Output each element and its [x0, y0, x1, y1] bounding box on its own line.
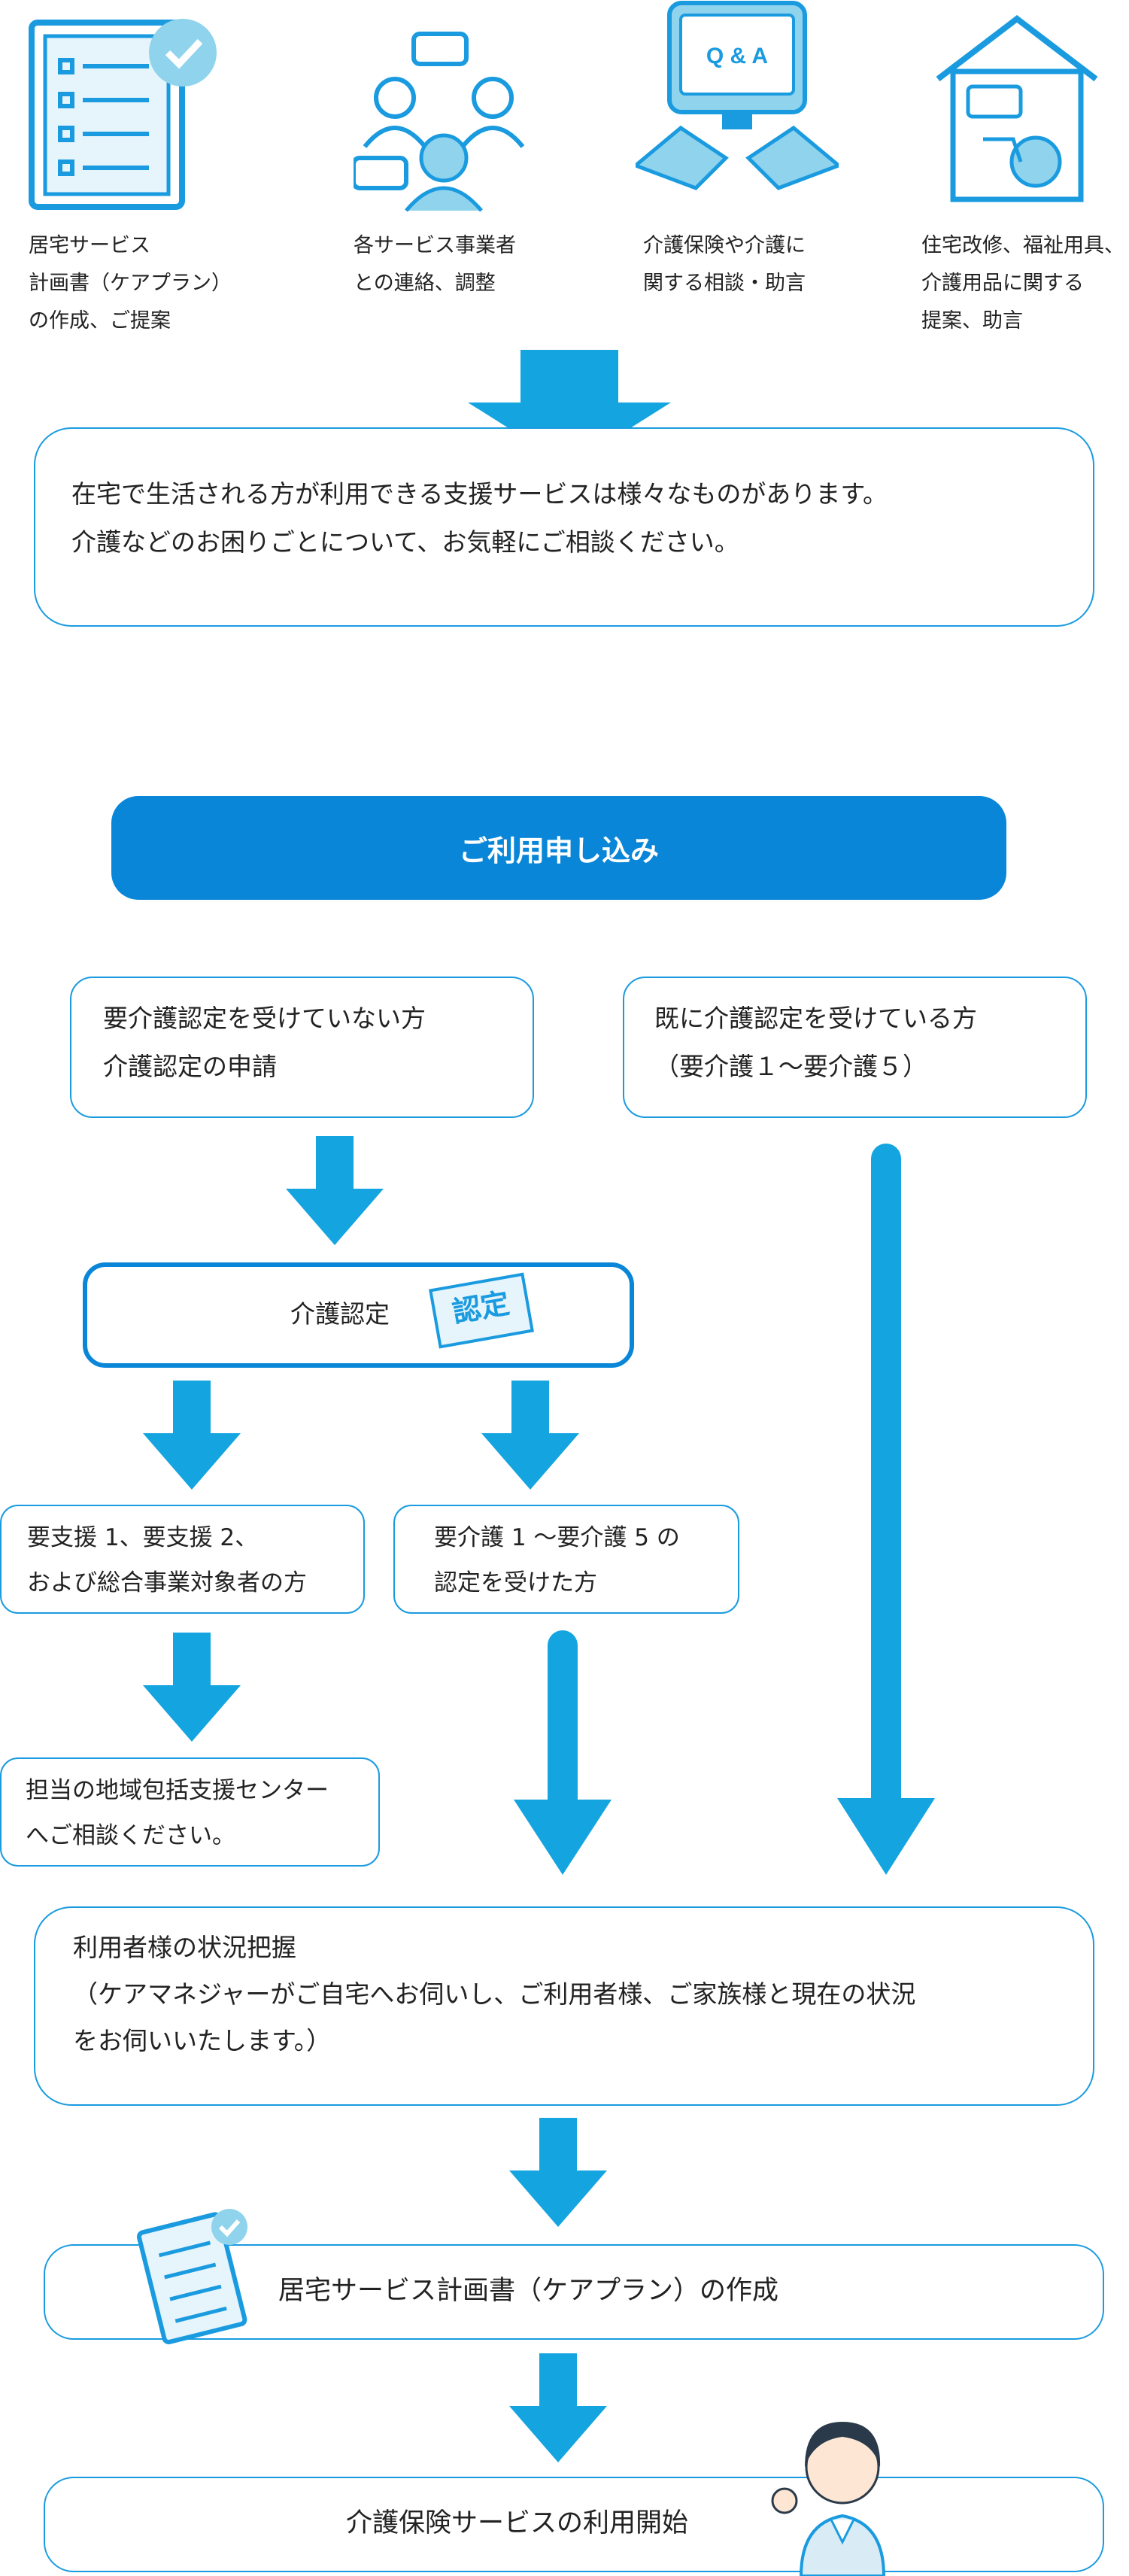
assessment-line-2: （ケアマネジャーがご自宅へお伺いし、ご利用者様、ご家族様と現在の状況 [73, 1979, 916, 2009]
intro-box: 在宅で生活される方が利用できる支援サービスは様々なものがあります。 介護などのお… [34, 427, 1094, 627]
certification-label: 介護認定 [290, 1299, 390, 1329]
right-start-line-1: 既に介護認定を受けている方 [654, 1004, 977, 1033]
right-start-line-2: （要介護１～要介護５） [654, 1052, 927, 1081]
support-level-line-1: 要支援 1、要支援 2、 [27, 1524, 259, 1551]
care-level-box: 要介護 1 ～要介護 5 の 認定を受けた方 [393, 1505, 739, 1614]
left-start-line-1: 要介護認定を受けていない方 [103, 1004, 426, 1033]
qa-icon-text: Q & A [706, 44, 768, 68]
service-caption: 居宅サービス 計画書（ケアプラン） の作成、ご提案 [29, 234, 232, 333]
left-start-box: 要介護認定を受けていない方 介護認定の申請 [70, 977, 534, 1118]
service-3: Q & A 介護保険や介護に 関する相談・助言 [636, 0, 876, 331]
start-service-label: 介護保険サービスの利用開始 [346, 2508, 689, 2538]
qa-handshake-icon: Q & A [636, 1, 839, 190]
care-level-line-1: 要介護 1 ～要介護 5 の [434, 1524, 680, 1551]
assessment-box: 利用者様の状況把握 （ケアマネジャーがご自宅へお伺いし、ご利用者様、ご家族様と現… [34, 1906, 1094, 2106]
checklist-icon [29, 19, 217, 210]
service-1: 居宅サービス 計画書（ケアプラン） の作成、ご提案 [29, 15, 239, 333]
down-arrow [143, 1381, 241, 1490]
service-caption: 各サービス事業者 との連絡、調整 [354, 234, 516, 295]
apply-button[interactable]: ご利用申し込み [111, 796, 1006, 900]
intro-line-1: 在宅で生活される方が利用できる支援サービスは様々なものがあります。 [71, 479, 888, 509]
people-chat-icon [354, 32, 525, 212]
left-start-line-2: 介護認定の申請 [103, 1052, 277, 1081]
start-service-box: 介護保険サービスの利用開始 [44, 2477, 1104, 2572]
support-level-line-2: および総合事業対象者の方 [27, 1569, 307, 1596]
service-caption: 介護保険や介護に 関する相談・助言 [643, 234, 806, 295]
long-down-arrow [514, 1630, 612, 1875]
right-start-box: 既に介護認定を受けている方 （要介護１～要介護５） [623, 977, 1087, 1118]
big-down-arrow [468, 350, 671, 466]
assessment-line-3: をお伺いいたします。） [73, 2026, 332, 2055]
care-plan-label: 居宅サービス計画書（ケアプラン）の作成 [278, 2276, 779, 2306]
consult-center-box: 担当の地域包括支援センター へご相談ください。 [0, 1757, 380, 1867]
certification-box: 介護認定 認定 [83, 1262, 634, 1368]
long-down-arrow [837, 1144, 935, 1875]
consult-line-1: 担当の地域包括支援センター [26, 1777, 329, 1804]
assessment-line-1: 利用者様の状況把握 [73, 1933, 296, 1962]
down-arrow [481, 1381, 579, 1490]
care-level-line-2: 認定を受けた方 [434, 1569, 597, 1596]
service-4: 住宅改修、福祉用具、 介護用品に関する 提案、助言 [921, 11, 1129, 335]
service-caption: 住宅改修、福祉用具、 介護用品に関する 提案、助言 [921, 234, 1124, 333]
house-wheelchair-icon [936, 14, 1098, 202]
clipboard-icon [136, 2209, 247, 2345]
support-level-box: 要支援 1、要支援 2、 および総合事業対象者の方 [0, 1505, 365, 1614]
down-arrow [143, 1633, 241, 1742]
consult-line-2: へご相談ください。 [26, 1822, 235, 1849]
down-arrow [286, 1136, 384, 1245]
certification-stamp: 認定 [429, 1272, 534, 1349]
down-arrow [509, 2118, 607, 2227]
care-manager-avatar [771, 2422, 886, 2576]
intro-line-2: 介護などのお困りごとについて、お気軽にご相談ください。 [71, 527, 739, 557]
service-2: 各サービス事業者 との連絡、調整 [354, 15, 579, 331]
down-arrow [509, 2353, 607, 2462]
